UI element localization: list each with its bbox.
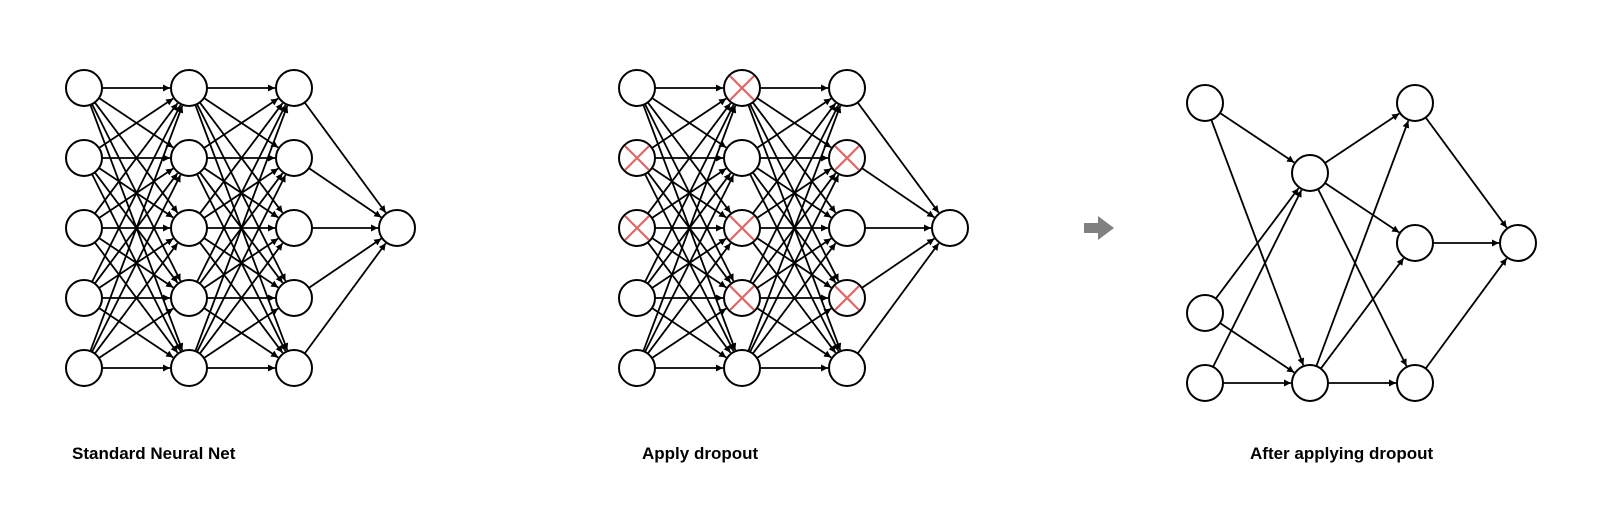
red-x-icon — [834, 285, 860, 311]
neuron — [1291, 154, 1329, 192]
neuron — [1186, 294, 1224, 332]
connection-edge — [856, 101, 940, 214]
connection-edge — [199, 102, 284, 215]
connection-edge — [1424, 116, 1508, 229]
connection-edge — [642, 105, 737, 352]
neuron — [1396, 84, 1434, 122]
neuron — [170, 69, 208, 107]
connection-edge — [1315, 120, 1410, 367]
neuron — [723, 349, 761, 387]
neuron — [1396, 364, 1434, 402]
thinned-network — [1186, 84, 1537, 402]
neuron — [65, 349, 103, 387]
caption-after-applying-dropout: After applying dropout — [1250, 444, 1434, 463]
connection-edge — [756, 307, 832, 359]
neuron — [378, 209, 416, 247]
neuron — [65, 69, 103, 107]
right-arrow-icon — [1084, 216, 1114, 240]
neuron — [1186, 84, 1224, 122]
neuron — [275, 279, 313, 317]
connection-edge — [752, 242, 837, 355]
neuron — [1499, 224, 1537, 262]
red-x-icon — [834, 145, 860, 171]
neuron — [1186, 364, 1224, 402]
neuron — [170, 279, 208, 317]
neuron — [618, 69, 656, 107]
red-x-icon — [729, 215, 755, 241]
connection-edge — [199, 242, 284, 355]
neuron — [618, 349, 656, 387]
neuron — [170, 209, 208, 247]
connection-edge — [303, 242, 387, 355]
connection-edge — [756, 97, 832, 149]
connection-edge — [1324, 182, 1400, 234]
neuron — [828, 209, 866, 247]
neuron — [275, 69, 313, 107]
connection-edge — [752, 102, 837, 215]
neuron — [275, 349, 313, 387]
neuron — [170, 349, 208, 387]
neuron — [275, 209, 313, 247]
connection-edge — [856, 242, 940, 355]
connection-edge — [196, 104, 287, 283]
connection-edge — [1219, 112, 1295, 164]
connection-edge — [749, 174, 840, 353]
neuron — [275, 139, 313, 177]
neuron — [618, 279, 656, 317]
neuron — [723, 139, 761, 177]
connection-edge — [91, 104, 182, 283]
connection-edge — [308, 167, 382, 219]
red-x-icon — [624, 215, 650, 241]
connection-edge — [1317, 188, 1408, 367]
neuron — [828, 69, 866, 107]
red-x-icon — [624, 145, 650, 171]
connection-edge — [749, 104, 840, 283]
red-x-icon — [729, 285, 755, 311]
connection-edge — [861, 167, 935, 219]
red-x-icon — [729, 75, 755, 101]
connection-edge — [98, 307, 174, 359]
connection-edge — [1324, 112, 1400, 164]
connection-edge — [94, 102, 179, 215]
connection-edge — [1215, 187, 1300, 300]
connection-edge — [98, 97, 174, 149]
connection-edge — [89, 105, 184, 352]
connection-edge — [1212, 189, 1303, 368]
connection-edge — [203, 97, 279, 149]
connection-edge — [194, 105, 289, 352]
connection-edge — [196, 174, 287, 353]
connection-edge — [1219, 322, 1295, 374]
connection-edge — [747, 105, 842, 352]
connection-edge — [651, 97, 727, 149]
dropout-network — [618, 69, 969, 387]
connection-edge — [303, 101, 387, 214]
connection-edge — [1424, 257, 1508, 370]
neuron — [65, 279, 103, 317]
connection-edge — [651, 307, 727, 359]
connection-edge — [644, 104, 735, 283]
right-arrow-shape — [1084, 216, 1114, 240]
connection-edge — [861, 237, 935, 289]
neuron — [65, 139, 103, 177]
standard-network — [65, 69, 416, 387]
neuron — [170, 139, 208, 177]
neuron — [1291, 364, 1329, 402]
connection-edge — [91, 174, 182, 353]
neuron — [931, 209, 969, 247]
connection-edge — [308, 237, 382, 289]
connection-edge — [94, 242, 179, 355]
caption-apply-dropout: Apply dropout — [642, 444, 759, 463]
connection-edge — [644, 174, 735, 353]
connection-edge — [647, 242, 732, 355]
neuron — [65, 209, 103, 247]
connection-edge — [203, 307, 279, 359]
caption-standard-neural-net: Standard Neural Net — [72, 444, 236, 463]
neuron — [1396, 224, 1434, 262]
connection-edge — [1320, 257, 1405, 370]
neuron — [828, 349, 866, 387]
connection-edge — [647, 102, 732, 215]
